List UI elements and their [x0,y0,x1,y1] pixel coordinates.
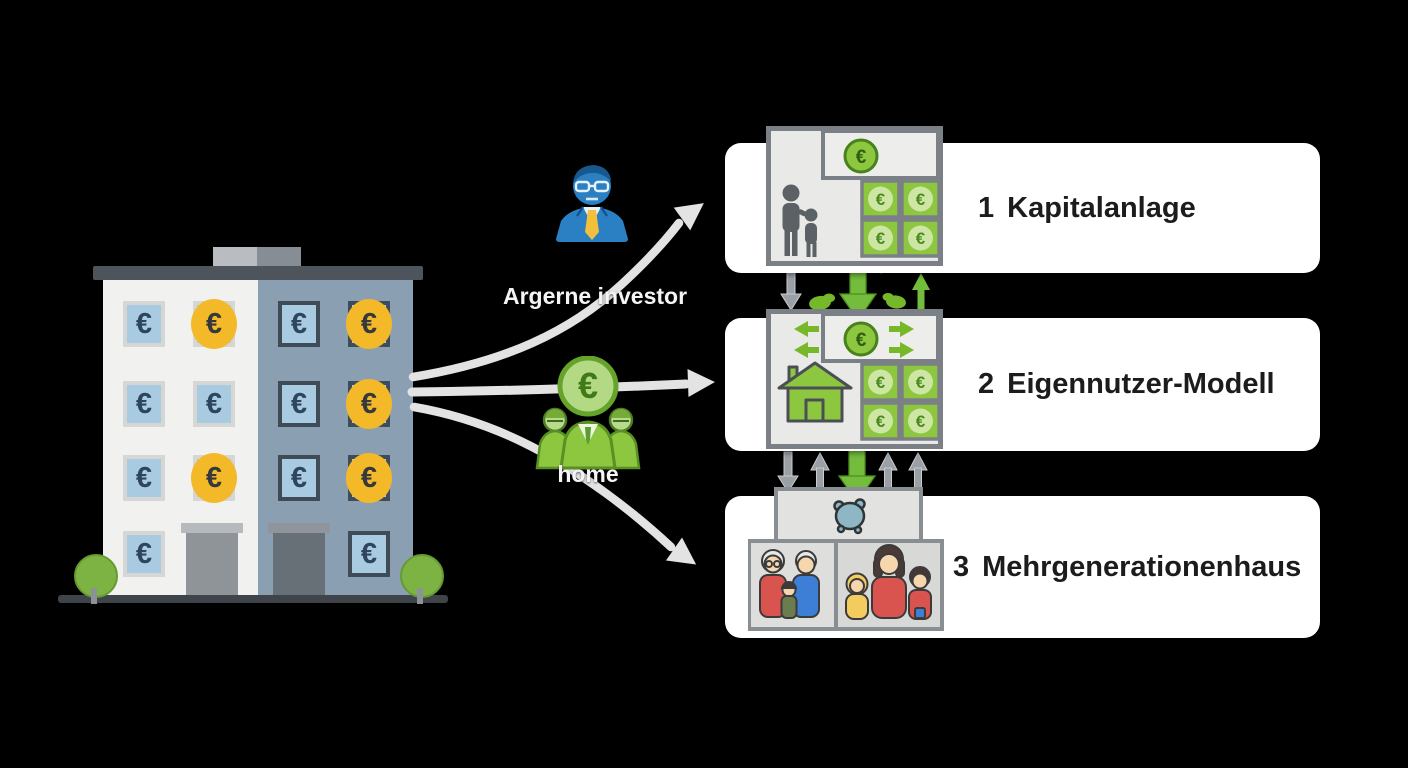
card-number: 1 [978,191,995,224]
home-label: home [557,461,619,487]
investor-person-icon [556,165,628,242]
euro-glyph: € [856,330,867,351]
building-window-euro: € [278,301,320,347]
building-window-euro-coin: € [346,299,392,349]
building-window-euro-coin: € [191,299,237,349]
euro-glyph: € [290,387,308,420]
euro-coin-icon [346,299,392,349]
building-window-euro: € [123,381,165,427]
green-left-arrows-icon [794,321,819,358]
green-right-arrows-icon [889,321,914,358]
building-chimney [213,247,301,267]
euro-glyph: € [290,461,308,494]
euro-glyph: € [290,307,308,340]
card-number: 3 [953,550,970,583]
arrow-to-eigennutzer [407,369,715,397]
arrow-to-kapitalanlage [408,203,704,382]
gray-down-arrow-icon [777,451,799,493]
euro-coin-icon [346,453,392,503]
arrow-to-mehrgenerationenhaus [409,402,697,565]
euro-glyph: € [876,412,886,431]
building-window-euro-coin: € [346,379,392,429]
euro-glyph: € [578,365,598,406]
tree-trunk [417,588,423,604]
building-window-euro: € [278,455,320,501]
euro-coin-icon [191,299,237,349]
green-scribble-icon [882,293,906,309]
ground-line [58,595,448,603]
euro-glyph: € [135,461,153,494]
card-number: 2 [978,368,995,400]
card-label: Eigennutzer-Modell [1007,368,1275,400]
euro-glyph: € [876,229,886,248]
card-label: Kapitalanlage [1007,191,1196,224]
euro-coin-icon [346,379,392,429]
building-door [181,523,243,597]
building-window-euro-coin: € [346,453,392,503]
mother-children-family-icon [845,544,932,620]
card-label: Mehrgenerationenhaus [982,550,1302,583]
mehrgenerationen-house-icon [748,487,944,631]
home-crowd-euro-icon: € [535,356,641,470]
kapitalanlage-building-icon: € € € € € [766,126,943,266]
euro-glyph: € [135,307,153,340]
euro-glyph: € [135,537,153,570]
building-window-euro-coin: € [191,453,237,503]
euro-glyph: € [876,373,886,392]
euro-glyph: € [205,307,223,340]
pet-icon [833,498,866,535]
building-window-euro: € [123,531,165,577]
euro-grid: € € € € [860,362,941,441]
family-silhouette-icon [782,184,818,257]
investor-label: Argerne investor [502,283,688,309]
euro-glyph: € [876,190,886,209]
building-window-euro: € [278,381,320,427]
green-scribble-icon [809,293,835,311]
card-title: 3 Mehrgenerationenhaus [953,551,1301,584]
eigennutzer-building-icon: € € € € € [766,309,943,449]
euro-glyph: € [360,537,378,570]
house-icon [777,361,853,423]
euro-grid: € € € € [860,179,941,258]
euro-glyph: € [205,387,223,420]
card-title: 1 Kapitalanlage [978,192,1196,225]
euro-glyph: € [205,461,223,494]
building-door [268,523,330,597]
euro-coin-icon [191,453,237,503]
euro-glyph: € [360,307,378,340]
tree-trunk [91,588,97,604]
building-window-euro: € [123,301,165,347]
building-window-euro: € [348,531,390,577]
building-window-euro: € [193,381,235,427]
grandparents-family-icon [759,549,820,619]
euro-glyph: € [916,229,926,248]
gray-down-arrow-icon [780,269,802,311]
building-roof [93,266,423,280]
euro-glyph: € [916,373,926,392]
euro-glyph: € [360,387,378,420]
green-up-arrow-icon [912,273,930,312]
euro-glyph: € [916,190,926,209]
euro-glyph: € [856,147,867,168]
euro-glyph: € [916,412,926,431]
euro-glyph: € [135,387,153,420]
building-window-euro: € [123,455,165,501]
euro-glyph: € [360,461,378,494]
card-title: 2 Eigennutzer-Modell [978,368,1275,401]
